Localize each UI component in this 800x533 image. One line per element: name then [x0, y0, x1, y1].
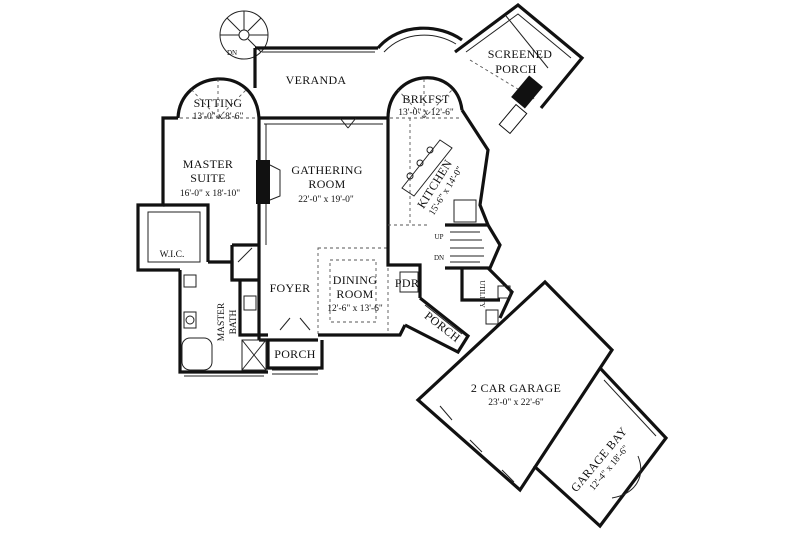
- side-porch-utility-walls: [404, 266, 514, 355]
- master-suite-dims: 16'-0" x 18'-10": [180, 189, 240, 199]
- sitting-label: SITTING: [194, 96, 243, 110]
- gathering-room-label-2: ROOM: [308, 177, 345, 191]
- gathering-room-dims: 22'-0" x 19'-0": [298, 195, 354, 205]
- screened-porch-label-2: PORCH: [495, 62, 537, 76]
- sitting-dims: 13'-0" x 8'-6": [193, 112, 244, 122]
- sitting-walls: [176, 76, 261, 119]
- spiral-stair-dn-label: DN: [227, 49, 237, 57]
- spiral-stair: [219, 10, 269, 60]
- garage-walls: [415, 279, 669, 529]
- dining-room-dims: 12'-6" x 13'-6": [327, 304, 383, 314]
- screened-porch-label-1: SCREENED: [488, 47, 552, 61]
- master-suite-label-1: MASTER: [183, 157, 233, 171]
- foyer-dining-walls: [230, 243, 422, 375]
- veranda-label: VERANDA: [286, 73, 347, 87]
- veranda-walls: [253, 26, 463, 88]
- foyer-label: FOYER: [270, 281, 311, 295]
- brkfst-walls: [386, 76, 464, 119]
- porch-front-label: PORCH: [274, 347, 316, 361]
- pdr-label: PDR: [395, 276, 419, 290]
- utility-label: UTILITY: [478, 280, 486, 308]
- master-suite-label-2: SUITE: [190, 171, 226, 185]
- screened-porch-walls: [454, 2, 585, 135]
- wic-label: W.I.C.: [160, 250, 185, 260]
- master-bath-label-2: BATH: [229, 309, 239, 334]
- garage-label: 2 CAR GARAGE: [471, 381, 561, 395]
- brkfst-label: BRKFST: [402, 92, 450, 106]
- dining-room-label-2: ROOM: [336, 287, 373, 301]
- garage-dims: 23'-0" x 22'-6": [488, 398, 544, 408]
- master-bath-label-1: MASTER: [217, 302, 227, 341]
- stair-dn-label: DN: [434, 254, 444, 262]
- main-walls: [136, 109, 502, 340]
- master-bath-walls: [178, 260, 268, 377]
- brkfst-dims: 13'-0" x 12'-6": [398, 108, 454, 118]
- stair-up-label: UP: [435, 233, 444, 241]
- dining-room-label-1: DINING: [333, 273, 377, 287]
- gathering-room-label-1: GATHERING: [291, 163, 362, 177]
